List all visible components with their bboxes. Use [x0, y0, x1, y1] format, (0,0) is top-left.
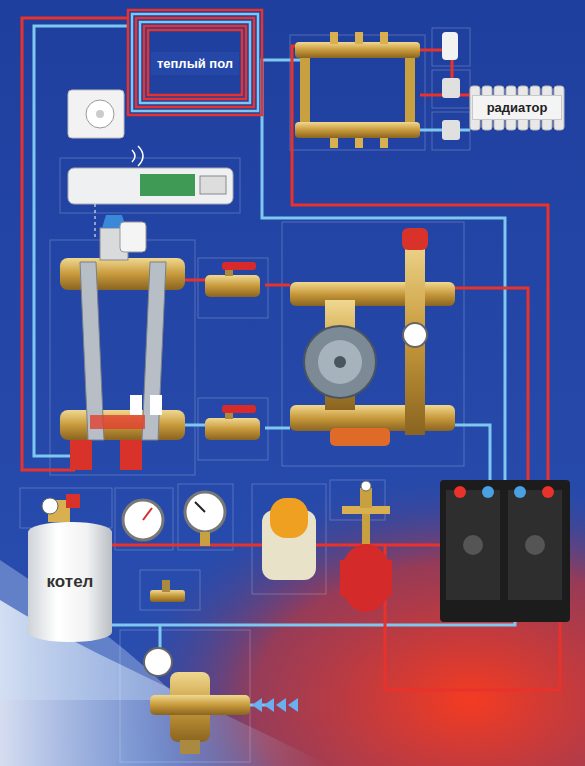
node-text: радиатор	[487, 100, 548, 115]
radiator-manifold	[295, 32, 420, 148]
safety-group	[42, 494, 80, 522]
radiator-box: радиатор	[472, 95, 562, 120]
ball-valve	[205, 262, 260, 297]
hydraulic-block	[440, 480, 570, 622]
pressure-reducer	[144, 648, 250, 754]
node-text: теплый пол	[157, 56, 233, 71]
pressure-gauge	[185, 492, 225, 546]
drain-valve	[150, 580, 185, 602]
thermometer	[123, 500, 163, 540]
pump-group	[290, 228, 455, 446]
ball-valve	[205, 405, 260, 440]
floor-label-box: теплый пол	[151, 52, 239, 75]
receiver-module	[68, 168, 233, 240]
node-text: котел	[47, 572, 94, 592]
radiator-fins	[470, 86, 564, 130]
floor-manifold	[60, 215, 185, 470]
expansion-tank	[340, 514, 392, 612]
radiator-valves	[442, 32, 460, 140]
water-inlet-arrows	[252, 698, 298, 712]
air-vent	[342, 481, 390, 514]
boiler-body: котел	[28, 522, 112, 642]
room-thermostat	[68, 90, 143, 166]
alarm-lamp	[262, 498, 316, 580]
